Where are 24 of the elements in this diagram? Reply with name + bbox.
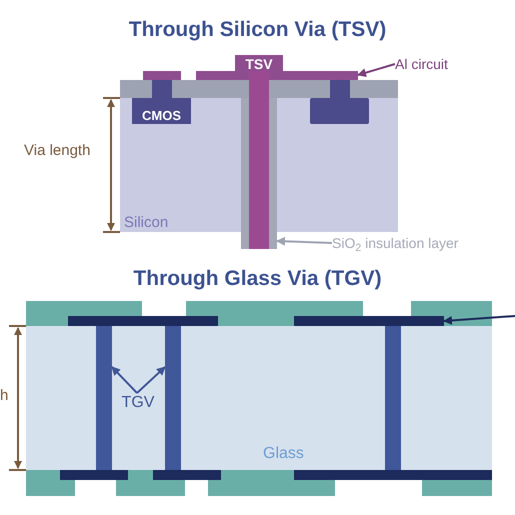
leader-line — [276, 236, 332, 246]
leader-line — [357, 63, 396, 78]
text-label: h — [0, 388, 8, 403]
cmos-block — [310, 98, 369, 124]
glass-substrate — [26, 326, 492, 470]
via-cap — [235, 55, 283, 72]
node-label: TSV — [245, 56, 273, 70]
leader-line — [111, 366, 138, 394]
glass-via — [385, 326, 401, 470]
text-label: Through Glass Via (TGV) — [132, 268, 383, 289]
node-label: Al circuit — [395, 57, 448, 71]
glass-via — [165, 326, 181, 470]
node-label: Silicon — [124, 215, 168, 230]
cmos-block — [132, 98, 191, 124]
leader-line — [136, 366, 166, 394]
node-label: Glass — [263, 446, 304, 462]
insulated-via — [241, 98, 277, 249]
glass-via — [96, 326, 112, 470]
text-label: Via length — [24, 143, 90, 158]
title: Through Silicon Via (TSV) — [128, 17, 388, 43]
node-label: SiO$_{2}$ insulation layer — [332, 236, 458, 250]
arrow — [443, 315, 515, 325]
node-label: CMOS — [142, 109, 181, 122]
node-label: TGV — [122, 395, 154, 411]
